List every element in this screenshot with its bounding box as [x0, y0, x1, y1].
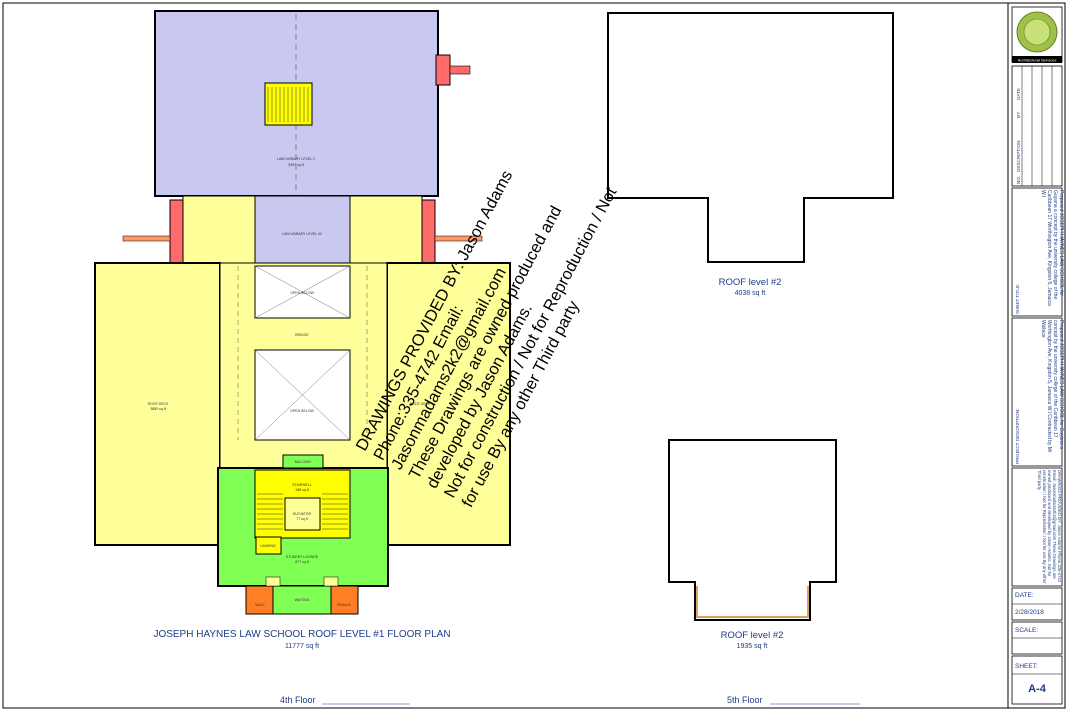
floor-label-5th: 5th Floor	[727, 695, 763, 705]
rev-header-no: NO.	[1016, 176, 1021, 184]
project-desc-label: PROJECT DESCRIPTION:	[1015, 409, 1020, 464]
library-area: 5397 sq ft	[288, 163, 303, 167]
washroom-female	[330, 585, 359, 615]
roof-large-area: 4038 sq ft	[735, 290, 766, 297]
right-red-stair	[421, 199, 436, 266]
date-value: 2/28/2018	[1015, 609, 1044, 616]
sheet-title-box	[1011, 187, 1063, 317]
sheet-title-text: Proposed JOSEPH HAYNES LAW SCHOOL for Gu…	[1040, 190, 1064, 306]
library-label: LAW LIBRARY LEVEL 2	[277, 157, 315, 161]
library-exit-landing	[449, 65, 471, 75]
roof-large-title: ROOF level #2	[719, 277, 782, 288]
stairwell-label: STAIRWELL	[292, 483, 312, 487]
drawn-by-text-wrap: DRAWINGS PROVIDED BY: Jason Adams Phone:…	[1037, 470, 1062, 584]
sheet-value: A-4	[1028, 683, 1047, 695]
stairwell-area: 188 sq ft	[295, 488, 308, 492]
title-block: Architectural Services NO. DESCRIPTION B…	[1011, 6, 1064, 705]
sheet-title-label: SHEET TITLE:	[1015, 284, 1020, 314]
roof-small-area: 1935 sq ft	[737, 643, 768, 650]
rev-header-by: BY	[1016, 112, 1021, 118]
left-red-stair	[169, 199, 184, 266]
logo-seal-inner	[1023, 18, 1051, 46]
open-below-main-x2	[254, 349, 351, 441]
elevator-label: ELEVATOR	[293, 512, 312, 516]
bridge-label: BRIDGE	[295, 333, 309, 337]
upper-landing	[265, 576, 281, 587]
upper-landing-2	[323, 576, 339, 587]
landing-label: LANDING	[260, 544, 276, 548]
plan-title: JOSEPH HAYNES LAW SCHOOL ROOF LEVEL #1 F…	[153, 629, 450, 640]
open-below-top-x2	[254, 265, 351, 319]
sheet-title-text-wrap: Proposed JOSEPH HAYNES LAW SCHOOL for Gu…	[1040, 190, 1064, 306]
student-lounge-label: STUDENT LOUNGE	[286, 555, 319, 559]
roof-deck-right-label: ROOF DECK	[410, 402, 431, 406]
student-lounge-area-text: 877 sq ft	[295, 560, 308, 564]
stairwell-treads	[257, 493, 348, 530]
male-label: MALE	[255, 603, 265, 607]
logo-caption-bar	[1012, 56, 1062, 63]
library-b-label: LAW LIBRARY LEVEL #2	[282, 232, 322, 236]
elevator-area: 77 sq ft	[296, 517, 308, 521]
library-stair-treads	[267, 87, 309, 122]
roof-deck-left	[94, 262, 221, 546]
plan-area: 11777 sq ft	[285, 643, 319, 650]
open-below-main-label: OPEN BELOW	[290, 409, 314, 413]
library-exit-stair	[435, 54, 451, 86]
drawn-by-text: DRAWINGS PROVIDED BY: Jason Adams Phone:…	[1037, 470, 1062, 584]
balcony	[282, 454, 324, 469]
revision-table	[1011, 65, 1063, 187]
elevator	[284, 497, 321, 531]
project-desc-text: Proposed JOSEPH HAYNES LAW SCHOOL for Gu…	[1040, 320, 1064, 453]
roof-outline-large	[607, 12, 894, 263]
washroom-male	[245, 585, 274, 615]
roof-deck-left-area: 3880 sq ft	[150, 407, 165, 411]
right-walkway	[434, 235, 483, 242]
open-below-top-label: OPEN BELOW	[290, 291, 314, 295]
roof-deck-right	[386, 262, 511, 546]
roof-outline-small	[668, 439, 837, 621]
drawn-by-box	[1011, 467, 1063, 587]
scale-label: SCALE:	[1015, 627, 1038, 634]
roof-deck-left-label: ROOF DECK	[148, 402, 169, 406]
floor-label-4th: 4th Floor	[280, 695, 316, 705]
main-floor-plan: LAW LIBRARY LEVEL 2 5397 sq ft LAW LIBRA…	[94, 10, 511, 615]
library-level-b-room	[254, 195, 351, 267]
connector-right	[349, 195, 423, 267]
connector-left	[182, 195, 256, 267]
project-desc-box	[1011, 317, 1063, 467]
project-desc-text-wrap: Proposed JOSEPH HAYNES LAW SCHOOL for Gu…	[1040, 320, 1064, 453]
waiting-label: WAITING	[295, 598, 310, 602]
waiting-room	[272, 585, 332, 615]
left-walkway	[122, 235, 171, 242]
roof-small-title: ROOF level #2	[721, 630, 784, 641]
rev-header-date: DATE	[1016, 88, 1021, 100]
sheet-box	[1011, 655, 1063, 705]
rev-header-desc: DESCRIPTION	[1016, 141, 1021, 172]
sheet-label: SHEET:	[1015, 663, 1038, 670]
date-label: DATE:	[1015, 592, 1034, 599]
landing	[255, 536, 282, 555]
balcony-label: BALCONY	[295, 460, 312, 464]
female-label: FEMALE	[337, 603, 352, 607]
logo-caption: Architectural Services	[1018, 58, 1057, 63]
roof-small-trim	[696, 586, 809, 618]
